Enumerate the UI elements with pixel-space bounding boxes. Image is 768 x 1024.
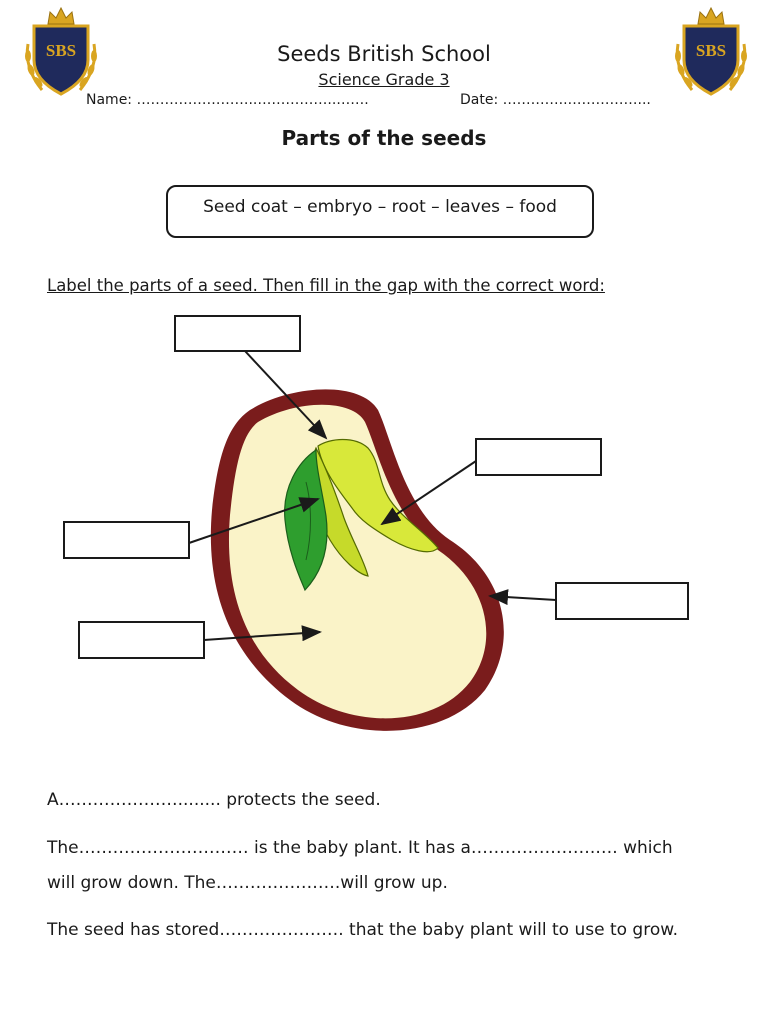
sentence-4: The seed has stored…………………. that the bab…	[47, 920, 678, 940]
school-name: Seeds British School	[277, 42, 491, 66]
date-field[interactable]: Date: …………..……………...	[460, 92, 651, 108]
label-box-1[interactable]	[174, 315, 301, 352]
name-field[interactable]: Name: ……………………..……………..…….	[86, 92, 369, 108]
laurel-icon	[675, 43, 747, 91]
arrow-2	[380, 460, 477, 526]
crown-icon	[47, 6, 75, 25]
worksheet-title: Parts of the seeds	[281, 126, 487, 150]
logo-text: SBS	[696, 41, 726, 60]
word-bank: Seed coat – embryo – root – leaves – foo…	[166, 185, 594, 238]
arrow-1	[244, 350, 328, 440]
school-logo-right: SBS	[675, 6, 747, 96]
arrow-3	[188, 497, 320, 544]
grade-label: Science Grade 3	[318, 70, 450, 89]
label-box-3[interactable]	[63, 521, 190, 559]
logo-text: SBS	[46, 41, 76, 60]
crown-icon	[697, 6, 725, 25]
arrow-5	[203, 625, 322, 642]
embryo-shape	[317, 438, 439, 553]
label-box-5[interactable]	[78, 621, 205, 659]
sentence-3: will grow down. The………………….will grow up.	[47, 873, 448, 893]
arrow-4	[488, 589, 557, 606]
word-bank-text: Seed coat – embryo – root – leaves – foo…	[203, 197, 557, 217]
school-logo-left: SBS	[25, 6, 97, 96]
sentence-2: The………………………… is the baby plant. It has …	[47, 838, 673, 858]
instruction-text: Label the parts of a seed. Then fill in …	[47, 276, 605, 295]
leaves-shape	[284, 448, 328, 592]
label-box-2[interactable]	[475, 438, 602, 476]
laurel-icon	[25, 43, 97, 91]
sentence-1: A…………………........ protects the seed.	[47, 790, 381, 810]
seed-diagram	[63, 315, 689, 731]
label-box-4[interactable]	[555, 582, 689, 620]
